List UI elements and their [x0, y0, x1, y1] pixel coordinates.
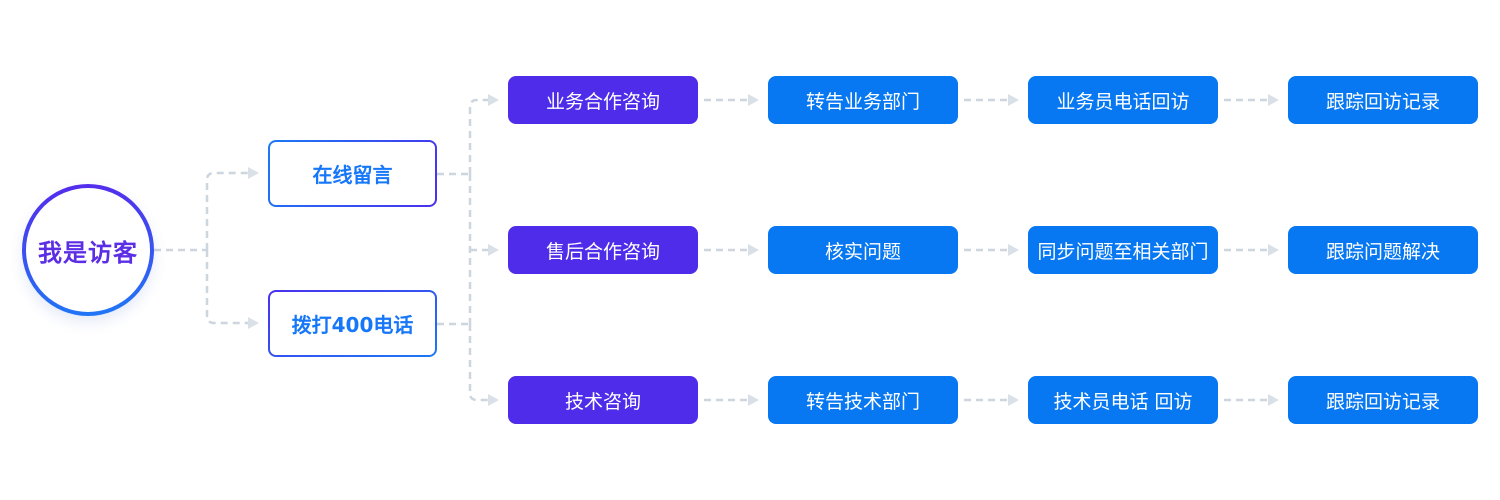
channel-label: 拨打400电话 [270, 292, 435, 355]
flow-node-notify-technical-dept: 转告技术部门 [768, 376, 958, 424]
flow-node-salesman-callback: 业务员电话回访 [1028, 76, 1218, 124]
flow-node-track-callback-record-2: 跟踪回访记录 [1288, 376, 1478, 424]
flow-node-verify-issue: 核实问题 [768, 226, 958, 274]
flow-node-track-callback-record: 跟踪回访记录 [1288, 76, 1478, 124]
channel-node-400-call: 拨打400电话 [268, 290, 437, 357]
channel-label: 在线留言 [270, 142, 435, 205]
flow-node-notify-business-dept: 转告业务部门 [768, 76, 958, 124]
flow-node-track-issue-resolution: 跟踪问题解决 [1288, 226, 1478, 274]
flow-node-technician-callback: 技术员电话 回访 [1028, 376, 1218, 424]
flow-node-business-consult: 业务合作咨询 [508, 76, 698, 124]
flow-node-sync-issue-dept: 同步问题至相关部门 [1028, 226, 1218, 274]
visitor-root-label: 我是访客 [26, 188, 150, 312]
channel-node-online-message: 在线留言 [268, 140, 437, 207]
flow-node-aftersales-consult: 售后合作咨询 [508, 226, 698, 274]
flow-node-technical-consult: 技术咨询 [508, 376, 698, 424]
visitor-root-node: 我是访客 [22, 184, 154, 316]
